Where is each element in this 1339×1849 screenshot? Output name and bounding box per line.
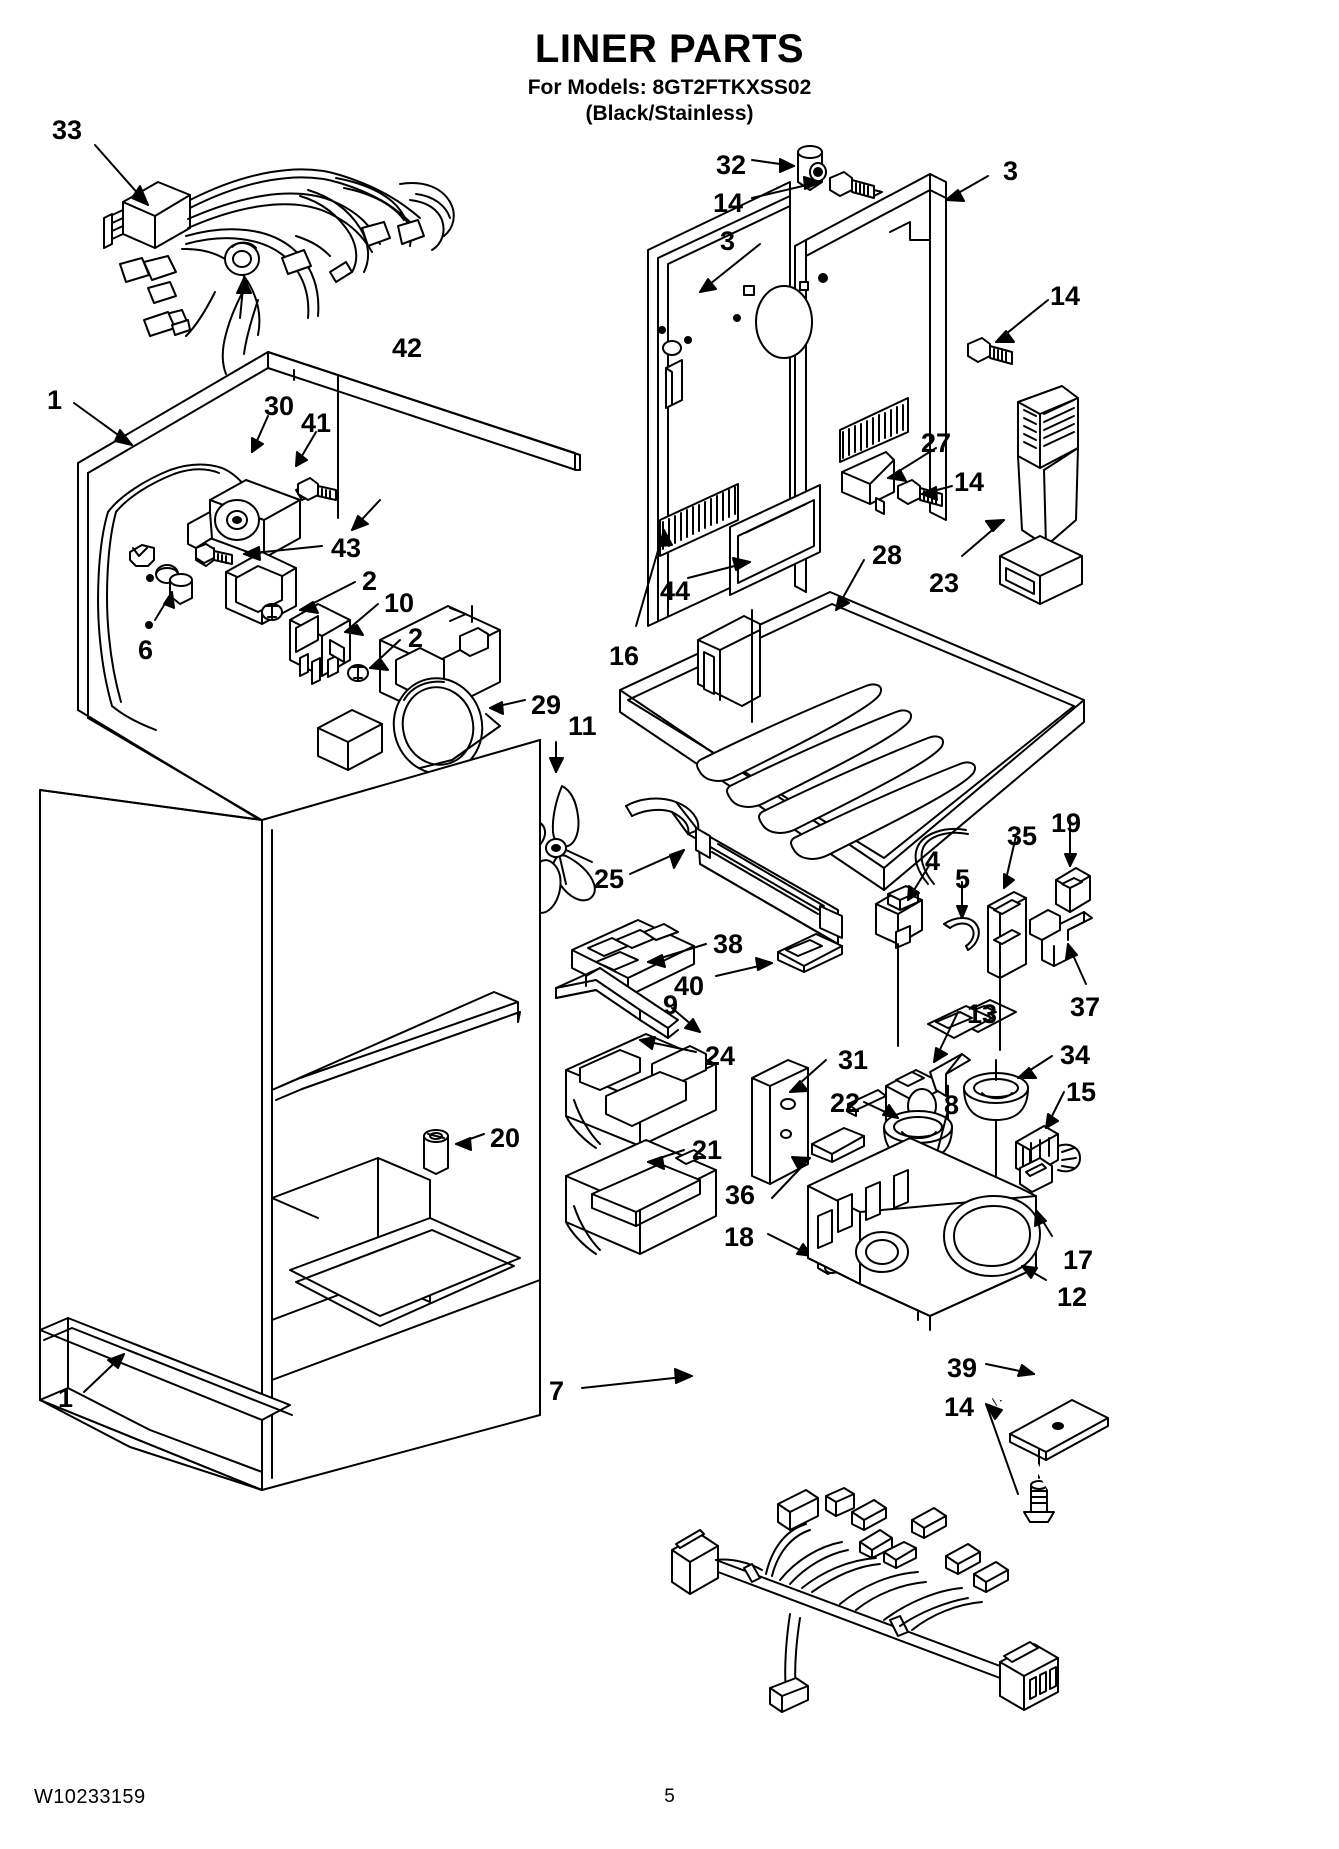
- part-23-drawing: [961, 385, 1083, 605]
- screw-41: [297, 477, 337, 501]
- freezer-liner-cabinet-drawing: [73, 351, 596, 914]
- callout-20: 20: [490, 1123, 521, 1153]
- callout-7: 7: [549, 1376, 565, 1406]
- callout-37: 37: [1070, 992, 1101, 1022]
- callout-14: 14: [954, 467, 985, 497]
- part-19-drawing: [1055, 823, 1091, 913]
- callout-44: 44: [660, 576, 691, 606]
- part-36-drawing: [771, 1127, 865, 1199]
- part-21-drawing: [565, 1139, 717, 1255]
- callout-15: 15: [1066, 1077, 1097, 1107]
- part-9-drawing: [555, 967, 701, 1039]
- callout-14: 14: [713, 188, 744, 218]
- callout-22: 22: [830, 1088, 861, 1118]
- part-37-drawing: [1029, 909, 1093, 985]
- callout-42: 42: [392, 333, 423, 363]
- light-housing-12-17-drawing: [807, 1137, 1053, 1331]
- callout-34: 34: [1060, 1040, 1091, 1070]
- harness-33-drawing: [94, 144, 455, 375]
- part-4-drawing: [875, 863, 931, 1047]
- callout-1: 1: [58, 1383, 74, 1413]
- callout-14: 14: [1050, 281, 1081, 311]
- callout-39: 39: [947, 1353, 978, 1383]
- callout-43: 43: [331, 533, 362, 563]
- drain-trough-25-drawing: [625, 797, 843, 945]
- part-22-drawing: [863, 1101, 953, 1161]
- screw-2-upper: [261, 603, 283, 621]
- callout-40: 40: [674, 971, 705, 1001]
- part-40-drawing: [715, 933, 1017, 1050]
- lower-cabinet-drawing: [39, 739, 541, 1491]
- finish-subtitle: (Black/Stainless): [585, 102, 754, 126]
- callout-38: 38: [713, 929, 744, 959]
- callout-2: 2: [362, 566, 378, 596]
- publication-code: W10233159: [34, 1786, 146, 1808]
- callout-35: 35: [1007, 821, 1038, 851]
- callout-21: 21: [692, 1135, 723, 1165]
- callout-9: 9: [663, 990, 679, 1020]
- callout-17: 17: [1063, 1245, 1094, 1275]
- callout-6: 6: [138, 635, 154, 665]
- part-39-drawing: [985, 1363, 1109, 1461]
- bushing-20: [423, 1129, 449, 1175]
- callout-36: 36: [725, 1180, 756, 1210]
- callout-25: 25: [594, 864, 625, 894]
- callout-10: 10: [384, 588, 415, 618]
- callout-28: 28: [872, 540, 903, 570]
- evaporator-pan-28-drawing: [619, 559, 1085, 891]
- liner-frame-3-drawing: [635, 145, 1049, 627]
- callout-24: 24: [705, 1041, 736, 1071]
- callout-13: 13: [967, 999, 998, 1029]
- callout-14: 14: [944, 1392, 975, 1422]
- vent-grill-upper: [839, 397, 909, 463]
- leader-14-corrected: [985, 1389, 1061, 1501]
- screw-14-right: [967, 337, 1013, 365]
- model-subtitle: For Models: 8GT2FTKXSS02: [527, 76, 812, 99]
- page-header: LINER PARTS For Models: 8GT2FTKXSS02 (Bl…: [0, 28, 1339, 126]
- callout-16: 16: [609, 641, 640, 671]
- part-24-drawing: [565, 1033, 717, 1149]
- callout-32: 32: [716, 150, 747, 180]
- callout-8: 8: [944, 1090, 960, 1120]
- page-number: 5: [664, 1786, 675, 1807]
- callout-3: 3: [720, 226, 736, 256]
- callout-19: 19: [1051, 808, 1082, 838]
- callout-27: 27: [921, 428, 952, 458]
- screw-14-upper: [829, 171, 883, 199]
- part-5-drawing: [943, 881, 980, 951]
- callout-29: 29: [531, 690, 562, 720]
- screw-2-lower: [347, 664, 369, 682]
- callout-41: 41: [301, 408, 332, 438]
- part-35-drawing: [987, 835, 1027, 1051]
- callout-30: 30: [264, 391, 295, 421]
- callout-4: 4: [925, 846, 941, 876]
- part-31-drawing: [751, 1059, 827, 1185]
- harness-7-drawing: [581, 1368, 1059, 1713]
- callout-12: 12: [1057, 1282, 1088, 1312]
- callout-33: 33: [52, 115, 83, 145]
- callout-31: 31: [838, 1045, 869, 1075]
- callout-18: 18: [724, 1222, 755, 1252]
- callout-2: 2: [408, 623, 424, 653]
- page-footer: W10233159 5: [0, 1786, 1339, 1826]
- part-38-drawing: [571, 919, 707, 997]
- callout-23: 23: [929, 568, 960, 598]
- callout-1: 1: [47, 385, 63, 415]
- callout-3: 3: [1003, 156, 1019, 186]
- callout-11: 11: [568, 711, 597, 741]
- screw-43: [195, 543, 233, 565]
- callout-5: 5: [955, 864, 971, 894]
- page-title: LINER PARTS: [534, 27, 805, 71]
